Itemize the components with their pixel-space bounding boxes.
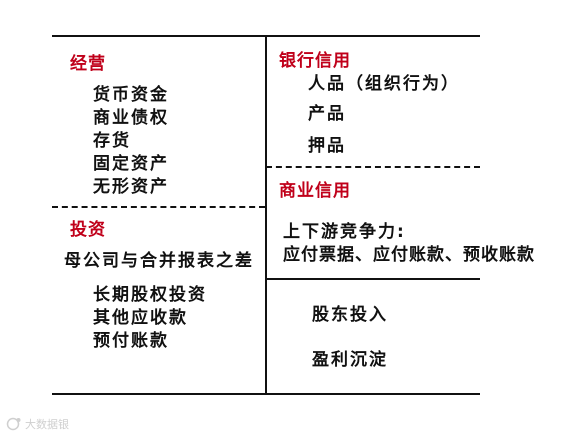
commercial-credit-section-title: 商业信用 xyxy=(279,181,351,201)
equity-item-retained-earnings: 盈利沉淀 xyxy=(312,350,388,370)
bank-credit-item-collateral: 押品 xyxy=(308,136,346,156)
investing-item-prepayments: 预付账款 xyxy=(93,331,169,351)
watermark-logo-icon xyxy=(6,417,22,431)
left-section-dashed-divider xyxy=(52,206,265,208)
investing-item-other-receivables: 其他应收款 xyxy=(93,308,188,328)
watermark: 大数据银 xyxy=(6,416,69,432)
investing-section-title: 投资 xyxy=(70,220,106,240)
right-section-solid-divider xyxy=(266,278,480,280)
investing-subtitle: 母公司与合并报表之差 xyxy=(64,251,254,271)
commercial-credit-line-payables: 应付票据、应付账款、预收账款 xyxy=(283,245,535,265)
commercial-credit-line-competitiveness: 上下游竞争力: xyxy=(283,222,406,242)
operating-item-receivables: 商业债权 xyxy=(93,108,169,128)
operating-item-intangible-assets: 无形资产 xyxy=(93,177,169,197)
watermark-text: 大数据银 xyxy=(25,418,69,431)
bottom-border-line xyxy=(52,393,480,395)
operating-section-title: 经营 xyxy=(70,54,106,74)
equity-item-shareholder-investment: 股东投入 xyxy=(312,305,388,325)
bank-credit-section-title: 银行信用 xyxy=(279,51,351,71)
investing-item-long-term-equity: 长期股权投资 xyxy=(93,285,207,305)
operating-item-cash: 货币资金 xyxy=(93,85,169,105)
right-section-dashed-divider xyxy=(266,166,480,168)
operating-item-inventory: 存货 xyxy=(93,131,131,151)
bank-credit-item-product: 产品 xyxy=(308,104,346,124)
center-divider-line xyxy=(265,35,267,395)
bank-credit-item-character: 人品（组织行为） xyxy=(308,74,460,94)
operating-item-fixed-assets: 固定资产 xyxy=(93,154,169,174)
